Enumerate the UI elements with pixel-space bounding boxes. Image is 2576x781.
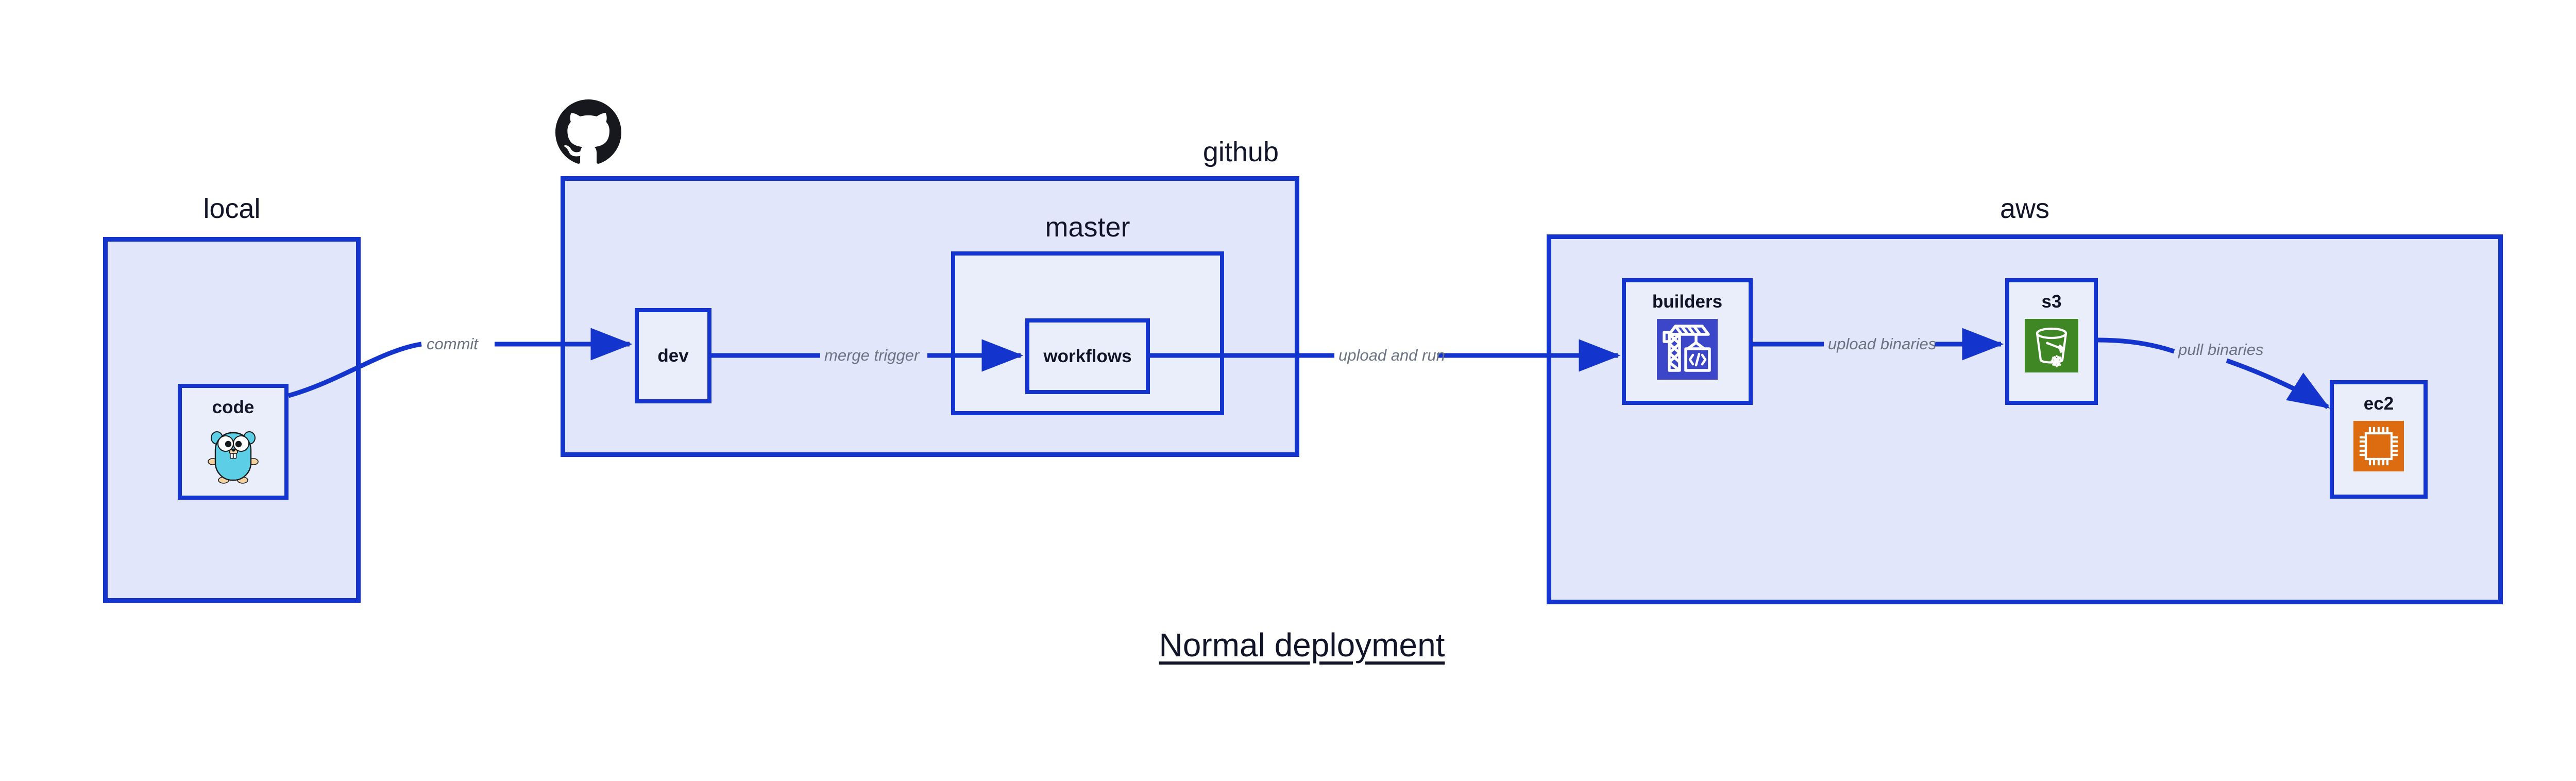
node-ec2[interactable]: ec2 — [2330, 380, 2428, 499]
node-workflows[interactable]: workflows — [1025, 318, 1150, 394]
node-s3-label: s3 — [2041, 292, 2062, 312]
edge-label-upload-binaries: upload binaries — [1828, 335, 1937, 353]
edge-label-upload-and-run: upload and run — [1338, 346, 1445, 364]
node-code-label: code — [212, 397, 255, 417]
aws-s3-glacier-icon — [2025, 319, 2078, 372]
edge-label-merge-trigger: merge trigger — [824, 346, 920, 364]
aws-codebuild-icon — [1657, 319, 1718, 380]
go-gopher-icon — [208, 431, 259, 484]
aws-ec2-icon — [2353, 421, 2404, 471]
node-dev[interactable]: dev — [635, 308, 711, 403]
node-s3[interactable]: s3 — [2005, 278, 2098, 405]
node-ec2-label: ec2 — [2363, 394, 2394, 414]
node-code[interactable]: code — [178, 384, 289, 500]
diagram-title: Normal deployment — [1159, 626, 1445, 664]
edge-label-pull-binaries: pull binaries — [2178, 341, 2264, 359]
node-builders-label: builders — [1652, 292, 1723, 312]
zone-github-label: github — [1202, 137, 1279, 167]
node-workflows-label: workflows — [1043, 346, 1132, 366]
zone-master-label: master — [1045, 212, 1130, 243]
edge-label-commit: commit — [427, 335, 478, 353]
node-builders[interactable]: builders — [1622, 278, 1753, 405]
zone-local-label: local — [203, 193, 261, 224]
github-octocat-icon — [555, 99, 621, 164]
zone-aws-label: aws — [1999, 193, 2050, 224]
node-dev-label: dev — [657, 346, 689, 366]
